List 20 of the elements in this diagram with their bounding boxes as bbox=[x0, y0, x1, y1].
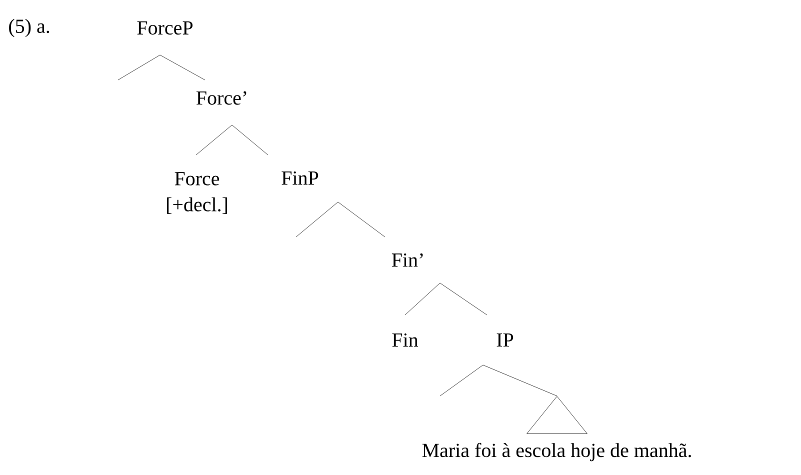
branch-line bbox=[118, 54, 160, 80]
branch-line bbox=[160, 54, 206, 80]
category-label: Force [+decl.] bbox=[167, 172, 227, 214]
branch-line bbox=[338, 202, 386, 238]
category-label: Fin’ bbox=[392, 253, 423, 267]
branch-line bbox=[296, 202, 338, 238]
sentence: Maria foi à escola hoje de manhã. bbox=[422, 442, 691, 462]
branch-line bbox=[440, 364, 484, 396]
category-label: FinP bbox=[282, 171, 318, 185]
category-label: ForceP bbox=[137, 21, 193, 35]
branch-line bbox=[482, 364, 558, 396]
category-label: Fin bbox=[392, 333, 418, 347]
branch-line bbox=[232, 124, 268, 156]
branch-line bbox=[196, 124, 232, 156]
example-number: (5) a. bbox=[9, 18, 50, 38]
branch-line bbox=[404, 282, 440, 316]
category-label: IP bbox=[496, 333, 514, 347]
category-label: Force’ bbox=[196, 91, 246, 105]
branch-line bbox=[440, 282, 488, 316]
triangle bbox=[526, 396, 588, 434]
